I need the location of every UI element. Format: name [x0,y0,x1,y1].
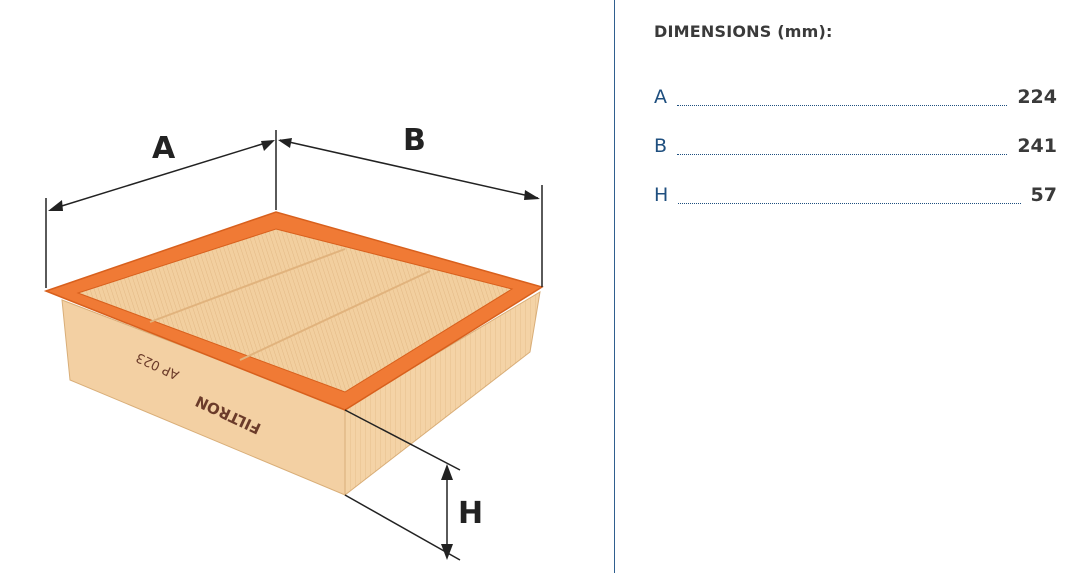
dimensions-panel: DIMENSIONS (mm): A 224 B 241 H 57 [615,0,1077,573]
dimension-row-label: H [654,184,669,206]
dotted-leader [678,203,1021,204]
dimension-row-a: A 224 [654,86,1057,112]
dotted-leader [677,154,1008,155]
dimensions-title: DIMENSIONS (mm): [654,22,833,41]
air-filter-illustration: FILTRON AP 023 A B H [43,123,544,561]
dimension-row-value: 241 [1017,135,1057,157]
panel-divider [614,0,615,573]
dimension-h-label: H [458,496,483,531]
dimension-b-label: B [403,123,426,158]
dimension-a-label: A [152,131,176,166]
dimension-row-label: A [654,86,667,108]
dimension-row-label: B [654,135,668,157]
product-drawing-panel: FILTRON AP 023 A B H [43,123,544,561]
dimension-row-value: 57 [1030,184,1057,206]
dimension-row-value: 224 [1017,86,1057,108]
dimension-row-b: B 241 [654,135,1057,161]
dimension-row-h: H 57 [654,184,1057,210]
dotted-leader [677,105,1008,106]
